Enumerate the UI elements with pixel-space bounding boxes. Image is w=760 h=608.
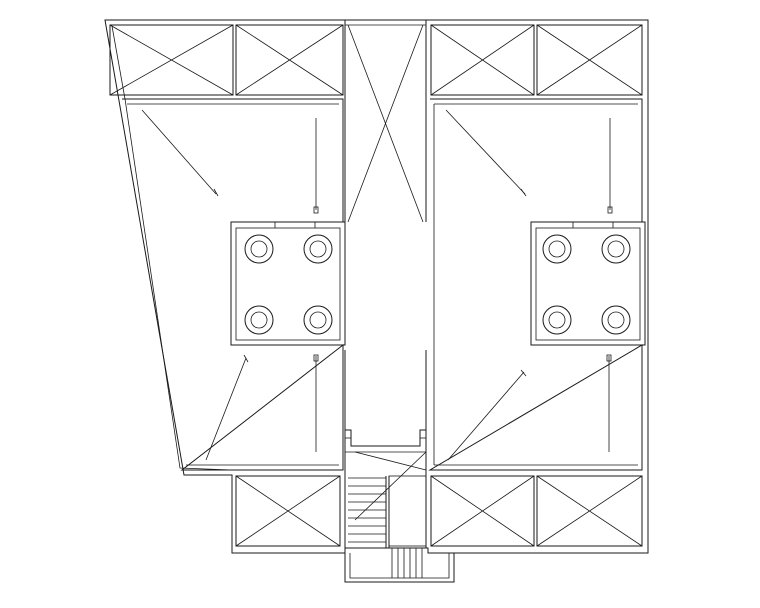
fixture-circle-icon: [601, 305, 631, 335]
central-void: [344, 20, 427, 548]
shaft-top-3: [430, 24, 535, 96]
shaft-bottom-2: [430, 475, 535, 547]
shaft-top-2: [235, 24, 344, 96]
shaft-top-1: [109, 24, 234, 96]
inner-outline-left: [111, 25, 233, 471]
shaft-bottom-1: [235, 475, 341, 547]
fixture-circle-icon: [244, 234, 274, 264]
fixture-circle-icon: [303, 305, 333, 335]
stair-core: [344, 429, 455, 583]
room-left: [122, 98, 344, 471]
room-right: [428, 98, 643, 471]
fixture-circle-icon: [542, 305, 572, 335]
shaft-top-4: [536, 24, 643, 96]
fixture-circle-icon: [244, 305, 274, 335]
fixture-block-right: [530, 221, 646, 346]
fixture-block-left: [230, 221, 346, 346]
fixture-circle-icon: [303, 234, 333, 264]
shaft-bottom-3: [536, 475, 643, 547]
fixture-circle-icon: [601, 234, 631, 264]
fixture-circle-icon: [542, 234, 572, 264]
